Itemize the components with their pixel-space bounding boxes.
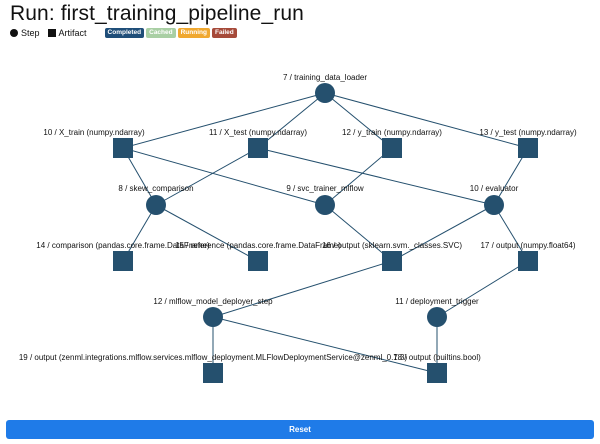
artifact-node-a15[interactable] — [248, 251, 268, 271]
node-label-a16: 16 / output (sklearn.svm._classes.SVC) — [322, 241, 462, 250]
edges-layer — [122, 92, 529, 374]
step-node-s11[interactable] — [427, 307, 447, 327]
step-node-s8[interactable] — [146, 195, 166, 215]
graph-edge-s7-a10 — [122, 92, 326, 149]
legend: Step Artifact Completed Cached Running F… — [10, 27, 239, 39]
artifact-node-a18[interactable] — [427, 363, 447, 383]
node-label-s8: 8 / skew_comparison — [118, 184, 193, 193]
graph-edge-a16-s12 — [212, 260, 393, 318]
graph-edge-a17-s11 — [436, 260, 529, 318]
graph-edge-s7-a12 — [324, 92, 393, 149]
legend-artifact: Artifact — [47, 28, 87, 38]
nodes-layer — [113, 83, 538, 383]
artifact-node-a12[interactable] — [382, 138, 402, 158]
artifact-node-a14[interactable] — [113, 251, 133, 271]
graph-edge-s7-a11 — [257, 92, 326, 149]
graph-edge-a16-s10 — [391, 204, 495, 262]
node-label-a11: 11 / X_test (numpy.ndarray) — [209, 128, 307, 137]
artifact-square-icon — [47, 29, 56, 37]
artifact-node-a11[interactable] — [248, 138, 268, 158]
step-node-s12[interactable] — [203, 307, 223, 327]
step-node-s9[interactable] — [315, 195, 335, 215]
node-label-a14: 14 / comparison (pandas.core.frame.DataF… — [36, 241, 210, 250]
node-label-a17: 17 / output (numpy.float64) — [480, 241, 575, 250]
graph-edge-s7-a13 — [324, 92, 529, 149]
graph-edge-a18-s12 — [212, 316, 438, 374]
node-label-s9: 9 / svc_trainer_mlflow — [286, 184, 364, 193]
artifact-node-a19[interactable] — [203, 363, 223, 383]
node-label-a12: 12 / y_train (numpy.ndarray) — [342, 128, 442, 137]
node-label-a10: 10 / X_train (numpy.ndarray) — [43, 128, 145, 137]
step-circle-icon — [10, 29, 18, 37]
graph-edge-a12-s9 — [324, 147, 393, 206]
node-label-a18: 18 / output (builtins.bool) — [393, 353, 481, 362]
node-label-a13: 13 / y_test (numpy.ndarray) — [479, 128, 577, 137]
status-badge-completed: Completed — [104, 28, 145, 38]
artifact-node-a17[interactable] — [518, 251, 538, 271]
step-node-s7[interactable] — [315, 83, 335, 103]
artifact-node-a10[interactable] — [113, 138, 133, 158]
graph-edge-a11-s10 — [257, 147, 495, 206]
legend-step-label: Step — [21, 28, 40, 38]
graph-edge-s8-a15 — [155, 204, 259, 262]
reset-button[interactable]: Reset — [6, 420, 594, 439]
status-badge-failed: Failed — [211, 28, 237, 38]
node-label-s12: 12 / mlflow_model_deployer_step — [153, 297, 273, 306]
node-label-s10: 10 / evaluator — [470, 184, 519, 193]
node-label-s11: 11 / deployment_trigger — [395, 297, 479, 306]
labels-layer: 7 / training_data_loader 10 / X_train (nu… — [19, 73, 577, 362]
node-label-s7: 7 / training_data_loader — [283, 73, 367, 82]
graph-edge-s9-a16 — [324, 204, 393, 262]
status-badge-running: Running — [177, 28, 210, 38]
step-node-s10[interactable] — [484, 195, 504, 215]
pipeline-graph: 7 / training_data_loader 10 / X_train (nu… — [19, 73, 577, 383]
legend-artifact-label: Artifact — [58, 28, 87, 38]
graph-edge-a10-s9 — [122, 147, 326, 206]
node-label-a19: 19 / output (zenml.integrations.mlflow.s… — [19, 353, 408, 362]
graph-edge-a11-s8 — [155, 147, 259, 206]
artifact-node-a16[interactable] — [382, 251, 402, 271]
node-label-a15: 15 / reference (pandas.core.frame.DataFr… — [175, 241, 341, 250]
legend-step: Step — [10, 28, 40, 38]
artifact-node-a13[interactable] — [518, 138, 538, 158]
page-title: Run: first_training_pipeline_run — [10, 2, 304, 25]
status-badge-cached: Cached — [146, 28, 176, 38]
